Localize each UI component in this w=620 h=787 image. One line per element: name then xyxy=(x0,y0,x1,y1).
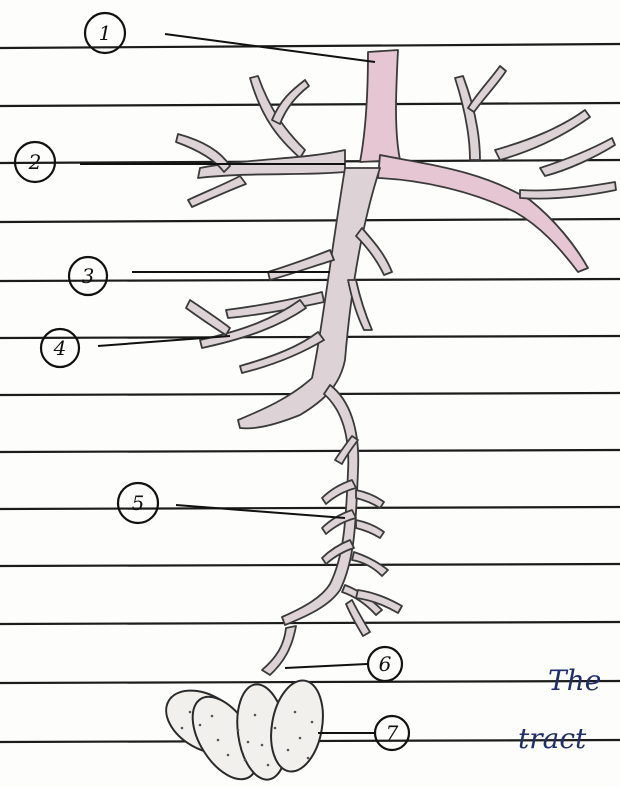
side-note-line-2: tract xyxy=(518,722,587,755)
label-1: 1 xyxy=(85,13,375,62)
label-2-number: 2 xyxy=(28,150,42,174)
label-1-leader xyxy=(165,34,375,62)
label-4-number: 4 xyxy=(53,336,67,360)
label-3-number: 3 xyxy=(82,264,95,288)
label-7-number: 7 xyxy=(386,721,399,745)
label-1-number: 1 xyxy=(99,21,112,45)
label-7: 7 xyxy=(318,716,409,750)
label-6-number: 6 xyxy=(379,652,392,676)
side-note: The tract xyxy=(518,664,601,755)
alveolar-sacs xyxy=(155,676,329,787)
label-6-leader xyxy=(285,664,367,668)
label-5-number: 5 xyxy=(132,491,145,515)
bronchial-tree-drawing xyxy=(176,50,616,675)
label-6: 6 xyxy=(285,647,402,681)
label-5: 5 xyxy=(118,483,345,523)
label-3: 3 xyxy=(69,257,330,295)
side-note-line-1: The xyxy=(548,664,601,697)
